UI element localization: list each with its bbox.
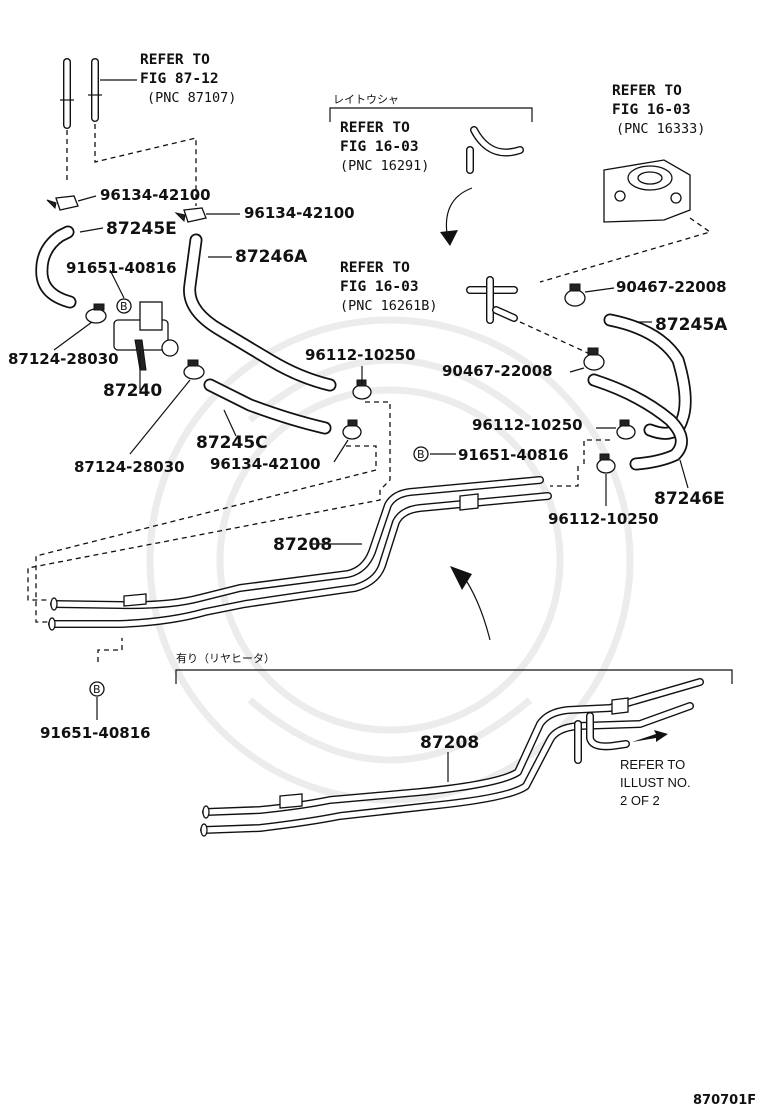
- water-valve-87240: [113, 301, 179, 390]
- svg-text:2 OF 2: 2 OF 2: [620, 793, 660, 808]
- clamp-icon: [583, 347, 605, 371]
- clip-icon: [46, 195, 79, 211]
- part-label-87245A: 87245A: [655, 315, 728, 335]
- clamp-icon: [564, 283, 586, 307]
- clip-icon: [174, 207, 207, 223]
- svg-text:B: B: [120, 300, 128, 313]
- part-label-87245C: 87245C: [196, 433, 268, 453]
- part-label-96134-a: 96134-42100: [100, 186, 211, 204]
- part-label-87124-a: 87124-28030: [8, 350, 119, 368]
- part-label-87246A: 87246A: [235, 247, 308, 267]
- svg-text:REFER TO: REFER TO: [340, 260, 410, 276]
- svg-text:REFER TO: REFER TO: [620, 757, 685, 772]
- part-label-91651-a: 91651-40816: [66, 259, 177, 277]
- clamp-icon: [85, 303, 107, 324]
- part-label-91651-b: 91651-40816: [458, 446, 569, 464]
- part-label-87240: 87240: [103, 381, 162, 401]
- svg-text:REFER TO: REFER TO: [140, 52, 210, 68]
- bolt-icon: B: [89, 681, 105, 697]
- svg-text:(PNC 16333): (PNC 16333): [616, 121, 705, 137]
- svg-text:REFER TO: REFER TO: [612, 83, 682, 99]
- part-label-87208-b: 87208: [420, 733, 479, 753]
- hose-87246A: [183, 233, 337, 392]
- part-label-90467-b: 90467-22008: [442, 362, 553, 380]
- part-label-96112-a: 96112-10250: [305, 346, 416, 364]
- part-label-87245E: 87245E: [106, 219, 177, 239]
- hose-87245C: [203, 378, 332, 435]
- part-label-96134-c: 96134-42100: [210, 455, 321, 473]
- svg-text:B: B: [417, 448, 425, 461]
- refer-fig-16-03-a: REFER TO FIG 16-03 (PNC 16291): [340, 120, 429, 174]
- part-label-91651-c: 91651-40816: [40, 724, 151, 742]
- part-label-87246E: 87246E: [654, 489, 725, 509]
- svg-text:(PNC 16291): (PNC 16291): [340, 158, 429, 174]
- jp-label-rear-heater: 有り（リヤヒータ）: [176, 651, 275, 665]
- part-label-96112-b: 96112-10250: [472, 416, 583, 434]
- svg-text:FIG 16-03: FIG 16-03: [612, 102, 691, 118]
- svg-text:FIG 16-03: FIG 16-03: [340, 279, 419, 295]
- svg-text:ILLUST NO.: ILLUST NO.: [620, 775, 691, 790]
- tee-fitting: [466, 276, 518, 324]
- water-outlet-housing: [603, 159, 691, 223]
- refer-fig-16-03-b: REFER TO FIG 16-03 (PNC 16261B): [340, 260, 438, 314]
- part-label-90467-a: 90467-22008: [616, 278, 727, 296]
- bolt-icon: B: [413, 446, 429, 462]
- radiator-fitting: [466, 126, 524, 174]
- hose-87245E: [35, 225, 77, 309]
- refer-illust-note: REFER TO ILLUST NO. 2 OF 2: [620, 757, 691, 808]
- part-label-96112-c: 96112-10250: [548, 510, 659, 528]
- clamp-icon: [596, 453, 616, 474]
- figure-number: 870701F: [693, 1093, 756, 1108]
- clamp-icon: [183, 359, 205, 380]
- svg-text:(PNC 87107): (PNC 87107): [147, 90, 236, 106]
- part-label-87208-a: 87208: [273, 535, 332, 555]
- jp-label-radiator: レイトウシャ: [333, 93, 399, 106]
- bolt-icon: B: [116, 298, 132, 314]
- svg-text:REFER TO: REFER TO: [340, 120, 410, 136]
- svg-text:FIG 87-12: FIG 87-12: [140, 71, 219, 87]
- hose-87246E: [587, 373, 688, 471]
- pipe-87208-rear: [200, 678, 704, 837]
- part-label-87124-b: 87124-28030: [74, 458, 185, 476]
- clip-icon: [342, 419, 362, 440]
- refer-fig-87-12: REFER TO FIG 87-12 (PNC 87107): [140, 52, 236, 106]
- refer-fig-16-03-c: REFER TO FIG 16-03 (PNC 16333): [612, 83, 705, 137]
- heater-pipes-top: [60, 58, 102, 129]
- clamp-icon: [616, 419, 636, 440]
- watermark-emblem: [146, 316, 634, 804]
- arrow-icon: [632, 730, 668, 742]
- pipe-87208-front: [48, 476, 552, 631]
- svg-text:B: B: [93, 683, 101, 696]
- part-label-96134-b: 96134-42100: [244, 204, 355, 222]
- svg-text:(PNC 16261B): (PNC 16261B): [340, 298, 438, 314]
- svg-text:FIG 16-03: FIG 16-03: [340, 139, 419, 155]
